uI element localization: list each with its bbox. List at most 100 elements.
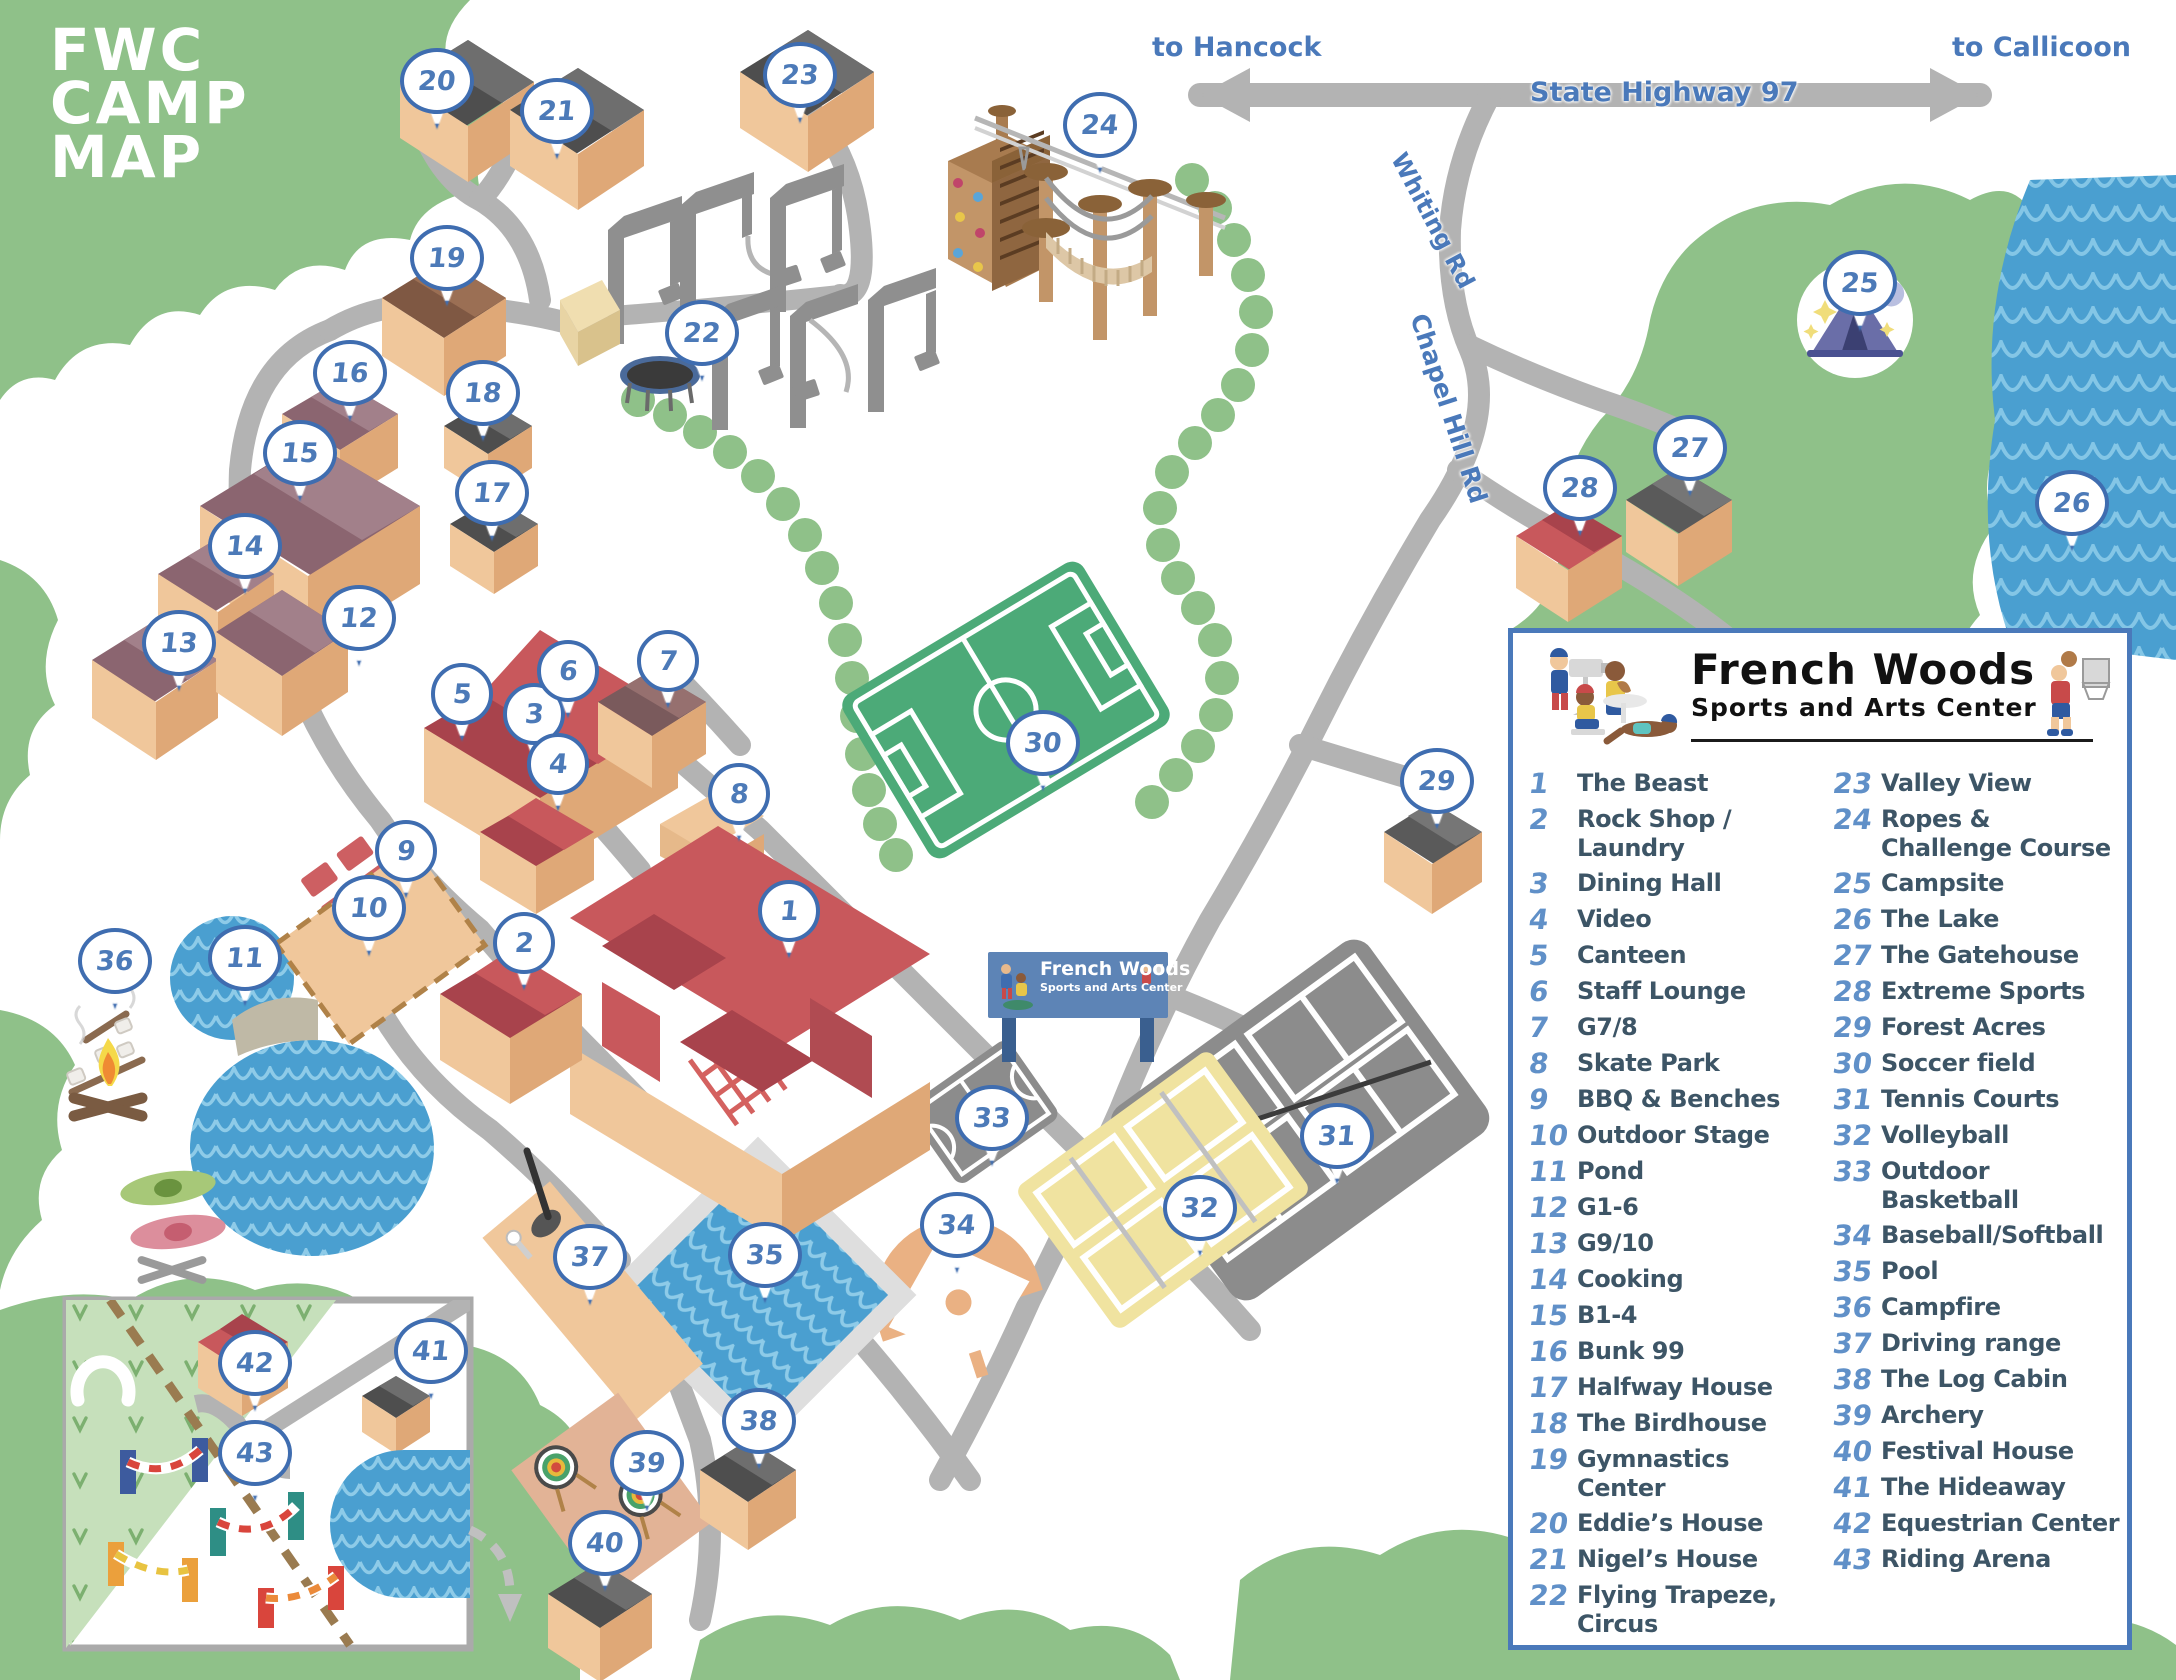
legend-label: Video	[1577, 905, 1652, 933]
legend-number: 16	[1526, 1335, 1571, 1368]
pin-circle: 1	[758, 880, 820, 942]
legend-label: Ropes & Challenge Course	[1881, 805, 2111, 862]
pin-number: 29	[1416, 765, 1458, 797]
pin-birdhouse[interactable]: 18	[446, 360, 520, 436]
pin-forest-acres[interactable]: 29	[1400, 748, 1474, 824]
pin-rock-shop-laundry[interactable]: 2	[493, 912, 555, 988]
legend-label: The Lake	[1881, 905, 1999, 933]
pin-volleyball[interactable]: 32	[1163, 1175, 1237, 1251]
pin-campsite[interactable]: 25	[1823, 250, 1897, 326]
pin-outdoor-stage[interactable]: 10	[332, 875, 406, 951]
pin-archery[interactable]: 39	[610, 1430, 684, 1506]
pin-skate-park[interactable]: 8	[708, 763, 770, 839]
pin-circle: 19	[410, 225, 484, 291]
pin-the-gatehouse[interactable]: 27	[1653, 415, 1727, 491]
pin-circle: 37	[553, 1224, 627, 1290]
pin-gymnastics-center[interactable]: 19	[410, 225, 484, 301]
legend-label: Nigel’s House	[1577, 1545, 1758, 1573]
pin-staff-lounge[interactable]: 6	[537, 640, 599, 716]
pin-pond[interactable]: 11	[208, 925, 282, 1001]
pin-tennis-courts[interactable]: 31	[1300, 1103, 1374, 1179]
pin-nigels-house[interactable]: 21	[520, 78, 594, 154]
pin-eddies-house[interactable]: 20	[400, 48, 474, 124]
pin-extreme-sports[interactable]: 28	[1543, 455, 1617, 531]
pin-bbq-benches[interactable]: 9	[375, 820, 437, 896]
pin-bunk-99[interactable]: 16	[313, 340, 387, 416]
pin-soccer-field[interactable]: 30	[1006, 710, 1080, 786]
pin-g1-6[interactable]: 12	[322, 585, 396, 661]
pin-outdoor-basketball[interactable]: 33	[955, 1085, 1029, 1161]
pin-pool[interactable]: 35	[728, 1222, 802, 1298]
pin-baseball-softball[interactable]: 34	[920, 1192, 994, 1268]
pin-number: 17	[471, 477, 513, 509]
pin-flying-trapeze-circus[interactable]: 22	[665, 300, 739, 376]
pin-driving-range[interactable]: 37	[553, 1224, 627, 1300]
pin-video[interactable]: 4	[527, 733, 589, 809]
pin-b1-4[interactable]: 15	[263, 420, 337, 496]
pin-riding-arena[interactable]: 43	[218, 1420, 292, 1496]
pin-g7-8[interactable]: 7	[637, 630, 699, 706]
pin-canteen[interactable]: 5	[431, 663, 493, 739]
legend-number: 8	[1526, 1047, 1551, 1080]
pin-ropes-challenge-course[interactable]: 24	[1063, 92, 1137, 168]
pin-cooking[interactable]: 14	[208, 513, 282, 589]
billboard-title: French Woods	[1040, 958, 1191, 980]
pin-log-cabin[interactable]: 38	[722, 1388, 796, 1464]
pin-equestrian-center[interactable]: 42	[218, 1330, 292, 1406]
pin-number: 4	[546, 748, 570, 780]
pin-the-beast[interactable]: 1	[758, 880, 820, 956]
pin-campfire[interactable]: 36	[78, 928, 152, 1004]
legend-number: 27	[1830, 939, 1875, 972]
pin-festival-house[interactable]: 40	[568, 1510, 642, 1586]
pin-halfway-house[interactable]: 17	[455, 460, 529, 536]
pin-hideaway[interactable]: 41	[394, 1318, 468, 1394]
pin-the-lake[interactable]: 26	[2035, 470, 2109, 546]
legend-number: 2	[1526, 803, 1551, 836]
pin-g9-10[interactable]: 13	[142, 610, 216, 686]
pin-valley-view[interactable]: 23	[763, 42, 837, 118]
